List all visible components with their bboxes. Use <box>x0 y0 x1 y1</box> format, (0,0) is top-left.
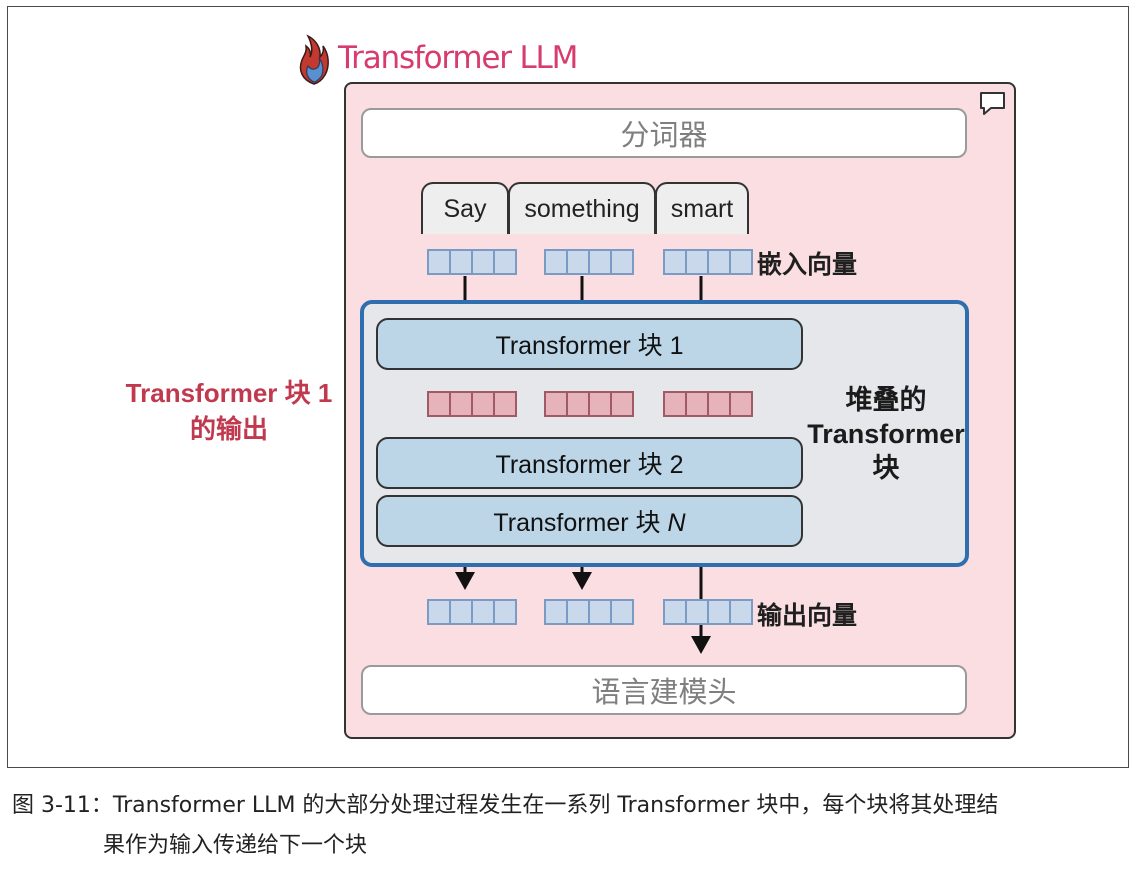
output-vector <box>663 599 753 625</box>
embedding-vector <box>427 249 517 275</box>
lm-head-bar: 语言建模头 <box>361 665 967 715</box>
block-label: Transformer 块 2 <box>495 451 684 479</box>
token-smart: smart <box>655 182 749 234</box>
caption-line-1: 图 3-11：Transformer LLM 的大部分处理过程发生在一系列 Tr… <box>12 793 999 818</box>
stack-label: 堆叠的 Transformer 块 <box>807 385 965 483</box>
token-say: Say <box>421 182 509 234</box>
flame-icon <box>299 34 329 85</box>
block1-output-annotation: Transformer 块 1 的输出 <box>125 378 333 444</box>
title-row: Transformer LLM <box>296 30 578 86</box>
block-label: Transformer 块 1 <box>495 332 684 360</box>
tokenizer-label: 分词器 <box>620 118 708 152</box>
intermediate-vector <box>663 391 753 417</box>
token-text: something <box>524 194 640 223</box>
arrow-head <box>455 572 475 590</box>
intermediate-vector <box>544 391 634 417</box>
block-label: Transformer 块 N <box>493 509 686 537</box>
output-vector <box>427 599 517 625</box>
embeddings-label: 嵌入向量 <box>757 250 858 279</box>
page-title: Transformer LLM <box>338 40 578 76</box>
caption-line-2: 果作为输入传递给下一个块 <box>103 833 368 858</box>
arrow-head <box>691 636 711 654</box>
embedding-vector <box>663 249 753 275</box>
arrow-head <box>572 572 592 590</box>
token-text: smart <box>670 194 734 223</box>
lm-head-label: 语言建模头 <box>591 675 737 709</box>
token-something: something <box>508 182 656 234</box>
tokenizer-bar: 分词器 <box>361 108 967 158</box>
output-vector <box>544 599 634 625</box>
intermediate-vector <box>427 391 517 417</box>
comment-icon[interactable] <box>978 90 1008 118</box>
output-vectors-label: 输出向量 <box>757 601 858 630</box>
transformer-block-n: Transformer 块 N <box>376 495 803 547</box>
embedding-vector <box>544 249 634 275</box>
figure-caption: 图 3-11：Transformer LLM 的大部分处理过程发生在一系列 Tr… <box>12 786 1132 866</box>
token-text: Say <box>443 194 487 223</box>
transformer-block-2: Transformer 块 2 <box>376 437 803 489</box>
transformer-block-1: Transformer 块 1 <box>376 318 803 370</box>
